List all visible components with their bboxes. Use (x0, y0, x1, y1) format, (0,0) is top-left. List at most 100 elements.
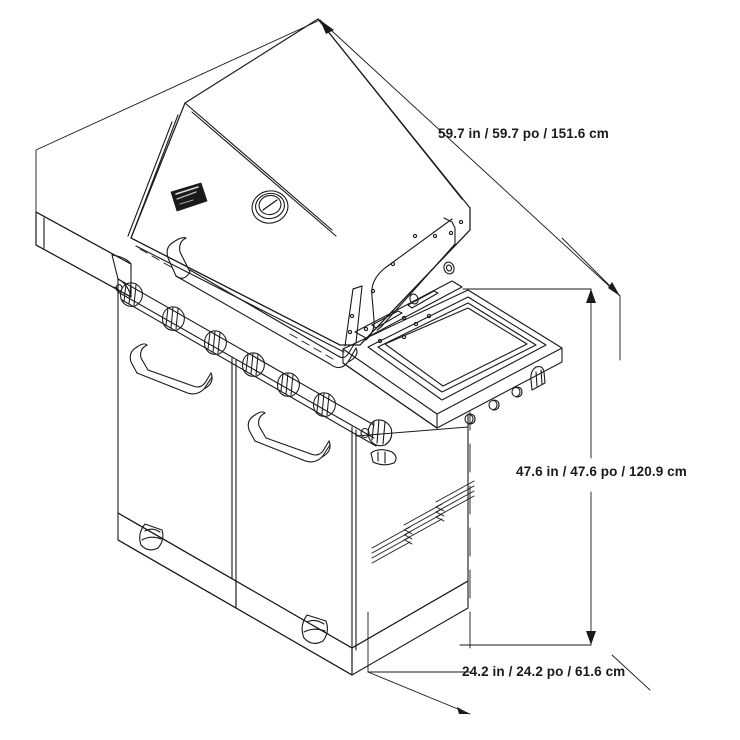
lid-bar-handle (166, 237, 358, 369)
caster-detail-left (144, 528, 161, 533)
dim-height-arrow-bottom (586, 631, 596, 645)
control-knob-2[interactable] (162, 306, 185, 331)
side-burner-assembly (342, 280, 563, 466)
caster-detail-left2 (141, 536, 162, 541)
control-knobs (112, 282, 336, 417)
tool-hook-1 (464, 413, 476, 425)
side-shelf-bracket-detail (377, 451, 386, 464)
lid-vent-slots-right (289, 333, 334, 360)
side-burner-rivet (401, 315, 407, 321)
lid-rivet (390, 261, 396, 267)
lid-crown-front-edge2 (191, 111, 337, 237)
handle-right-cap (347, 347, 358, 363)
dim-width-arrow-right (608, 282, 620, 296)
tool-hook-2 (488, 399, 500, 411)
lid-rivet (377, 338, 383, 344)
gauge-bezel-mid (255, 192, 285, 220)
dim-height-arrow-top (586, 289, 596, 303)
lid-endcap-hinge-hole-inner (445, 264, 453, 272)
gauge-needle (262, 199, 278, 211)
side-burner-lid-face (384, 307, 528, 387)
lid-endcap-pin (409, 293, 419, 305)
left-shelf-corner-round (111, 254, 132, 265)
lid-rivet (363, 326, 369, 332)
lid-left-slope (130, 114, 179, 239)
lid-rivet (432, 233, 438, 239)
side-burner-rivet (426, 313, 432, 319)
handle-bar-top (189, 269, 339, 357)
dim-width-arrow-left (320, 20, 334, 34)
control-knob-6[interactable] (313, 392, 336, 417)
lid-rivet (370, 288, 376, 294)
grill-firebox (35, 211, 475, 676)
control-panel-lower-line (121, 299, 377, 447)
control-knob-3[interactable] (204, 330, 227, 355)
cabinet-right-side-top-edge (355, 426, 469, 437)
side-shelf-corner-post (530, 366, 546, 391)
cabinet-vent-louvers (371, 480, 475, 564)
handle-left-post-outer (166, 242, 177, 277)
lid-endcap-hinge-hole (443, 261, 455, 275)
lid-top-rear-edge (317, 18, 463, 200)
lid-front-bottom-edge (130, 237, 341, 346)
control-panel-top-edge (117, 278, 375, 426)
control-knob-1[interactable] (120, 282, 143, 307)
lid-vent-slots-left (139, 248, 172, 268)
dimension-label-depth: 24.2 in / 24.2 po / 61.6 cm (462, 664, 626, 679)
lid-endcap-outline (359, 207, 471, 346)
gauge-face (258, 194, 282, 216)
caster-wheel-left (139, 523, 164, 551)
control-knob-5[interactable] (277, 372, 300, 397)
side-burner-hinge-strip (354, 280, 463, 339)
dimension-lines (35, 19, 651, 715)
door-handle-left[interactable] (129, 343, 213, 395)
hinge-rivet (347, 329, 353, 335)
side-burner-knob[interactable] (360, 419, 393, 447)
door-handle-right[interactable] (247, 411, 331, 463)
ignition-button[interactable] (112, 284, 123, 292)
caster-front-right (301, 614, 329, 644)
side-shelf-bottom-edge (342, 362, 438, 429)
hinge-rivet (349, 313, 355, 319)
caster-detail-right2 (303, 628, 326, 633)
lid-hinge-bracket (344, 285, 363, 347)
side-burner-rivet (413, 321, 419, 327)
caster-front-left (139, 523, 164, 551)
brand-badge (170, 182, 208, 212)
handle-bar-bottom (175, 275, 331, 365)
caster-detail-right (306, 619, 325, 625)
lid-temperature-gauge (251, 190, 289, 224)
lid-left-slope2 (127, 121, 173, 237)
dim-width-extension-left (35, 19, 321, 213)
hinge-arm-top (352, 285, 363, 290)
dim-depth-diagonal-left (367, 671, 471, 715)
lid-rivet (458, 219, 464, 225)
side-burner-igniter[interactable] (360, 427, 370, 439)
tool-hooks (464, 366, 546, 425)
grill-lid (127, 18, 471, 353)
dimension-label-width: 59.7 in / 59.7 po / 151.6 cm (438, 126, 609, 141)
gauge-bezel-outer (251, 190, 289, 224)
side-burner-lid-outer (367, 296, 547, 401)
left-shelf-bottom-edge (35, 244, 132, 298)
lid-rivet (412, 233, 418, 239)
dim-depth-diagonal-right (611, 654, 651, 691)
side-shelf-front-face (436, 347, 563, 429)
dimension-label-height: 47.6 in / 47.6 po / 120.9 cm (516, 464, 687, 479)
lid-endcap-cutout (365, 218, 453, 341)
handle-left-cap (171, 237, 187, 244)
handle-left-post-inner (179, 237, 191, 273)
base-rail-side-face (351, 580, 469, 676)
left-shelf-corner-fold (111, 254, 119, 280)
base-rail-bottom-edge (117, 539, 353, 676)
lid-endcap-inner (376, 217, 456, 331)
caster-wheel-right (301, 614, 329, 644)
handle-right-inner (337, 342, 356, 359)
tool-hook-3 (511, 386, 523, 398)
lid-crown-front-edge (184, 102, 333, 231)
lid-rivet (448, 230, 454, 236)
side-burner-lid-inner (377, 302, 537, 393)
control-knob-4[interactable] (242, 352, 265, 377)
